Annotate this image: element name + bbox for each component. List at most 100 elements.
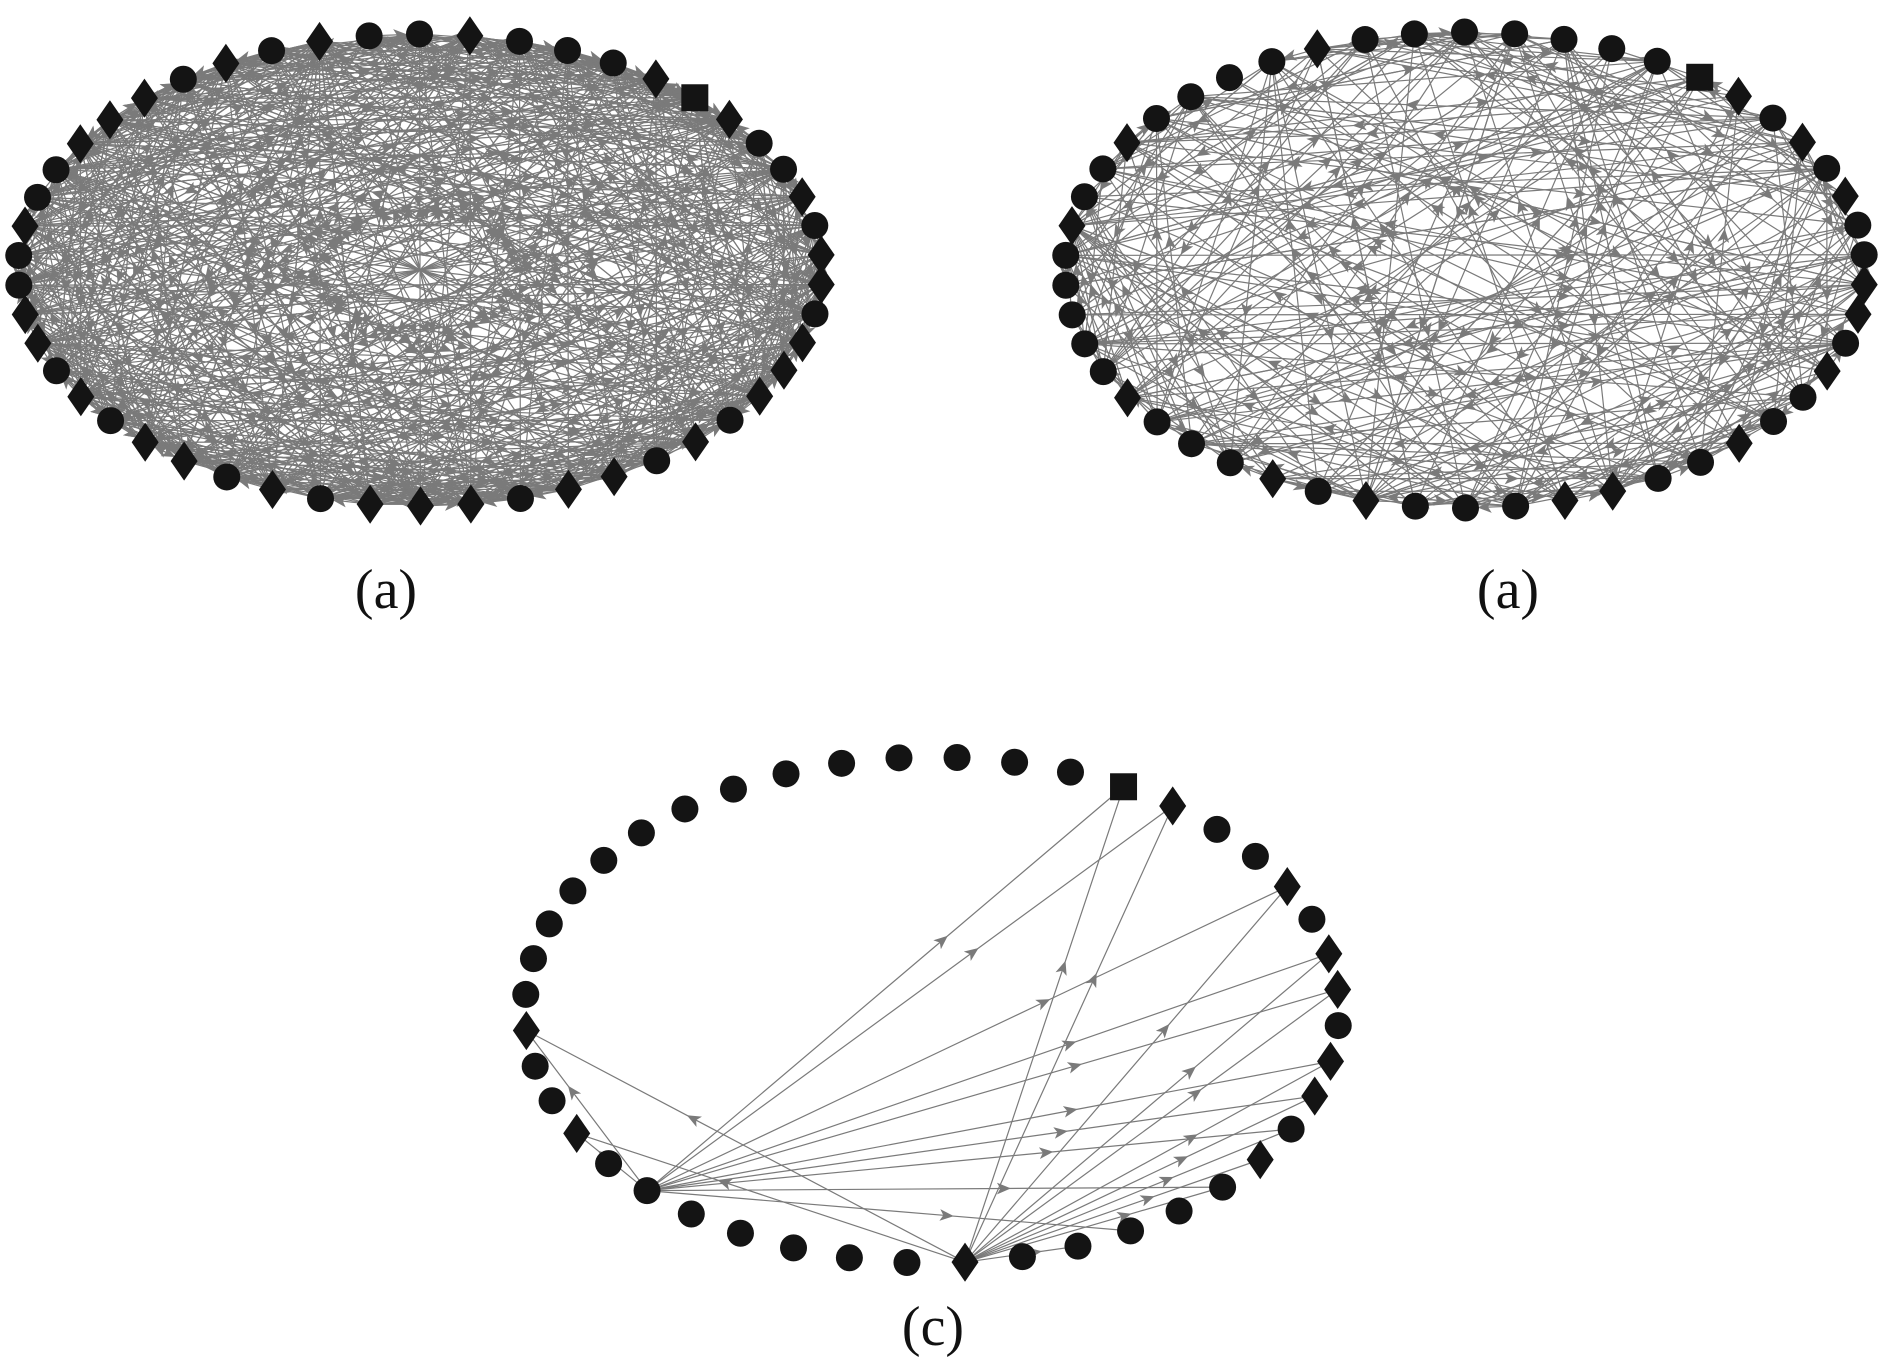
panel-a-left-node-38-diamond <box>356 484 384 524</box>
panel-a-left-edge-917 <box>319 40 822 256</box>
panel-a-right-edge-310 <box>1156 421 1516 507</box>
panel-a-right-node-14-circle <box>1550 25 1578 53</box>
panel-a-right-node-13-circle <box>1501 20 1529 48</box>
panel-a-right-edge-293 <box>1364 39 1614 492</box>
panel-a-right-edge-135 <box>1190 96 1466 509</box>
panel-a-right-edge-305 <box>1071 225 1466 509</box>
panel-a-right-node-3-circle <box>1089 155 1117 183</box>
panel-a-right-edge-213 <box>1156 117 1865 286</box>
panel-a-left-node-28-diamond <box>770 350 798 390</box>
panel-a-left-edge-480 <box>110 33 420 422</box>
panel-a-left-edge-891 <box>80 342 803 398</box>
panel-a-left-edge-439 <box>18 168 784 257</box>
panel-a-left-node-16-circle <box>599 49 627 77</box>
panel-c-edge-0 <box>526 1029 966 1263</box>
panel-a-left-node-37-diamond <box>406 486 434 526</box>
panel-a-right-edge-301 <box>1563 39 1702 463</box>
panel-a-right-edge-155 <box>1563 39 1775 422</box>
panel-c-edge-19 <box>646 988 1338 1192</box>
panel-a-left-edge-836 <box>184 395 760 462</box>
panel-a-left-edge-884 <box>79 143 421 507</box>
panel-a-left-node-46-circle <box>42 357 70 385</box>
panel-c-node-1-circle <box>519 945 547 973</box>
panel-a-left-node-24-diamond <box>807 235 835 275</box>
panel-c-edge-3 <box>964 805 1174 1263</box>
panel-a-left-node-45-diamond <box>67 377 95 417</box>
panel-a-left-edge-856 <box>24 314 228 478</box>
panel-a-right-node-40-circle <box>1304 477 1332 505</box>
panel-a-left-edge-924 <box>319 40 803 344</box>
panel-a-right-node-30-circle <box>1760 407 1788 435</box>
panel-c-edge-8 <box>964 1159 1261 1263</box>
panel-a-right-edge-288 <box>1084 343 1804 398</box>
panel-c-edge-2 <box>964 786 1125 1263</box>
panel-a-right-edge-266 <box>1065 249 1865 261</box>
panel-a-right-node-36-circle <box>1502 492 1530 520</box>
panel-a-right-edge-228 <box>1414 167 1828 507</box>
panel-a-right-edge-20 <box>1414 48 1613 507</box>
panel-c-edge-17 <box>646 886 1288 1192</box>
panel-a-right-edge-308 <box>1317 76 1701 492</box>
panel-a-left-edge-934 <box>519 40 784 170</box>
panel-c-node-34-circle <box>835 1244 863 1272</box>
panel-a-left-edge-937 <box>420 313 816 507</box>
panel-c-edge-18 <box>646 953 1330 1192</box>
panel-a-right-edge-157 <box>1190 96 1827 169</box>
panel-c-edge-1 <box>576 1132 966 1263</box>
panel-a-left-edge-800 <box>183 78 816 315</box>
panel-a-right-edge-211 <box>1102 168 1774 423</box>
panel-a-right-edge-285 <box>1126 76 1700 144</box>
panel-a-right-edge-170 <box>1071 141 1803 227</box>
panel-a-left-edge-610 <box>225 63 274 490</box>
panel-a-left-edge-549 <box>613 254 822 478</box>
panel-a-right-edge-316 <box>1083 196 1274 480</box>
panel-a-left-edge-864 <box>758 143 785 371</box>
panel-c-edge-16 <box>646 786 1124 1192</box>
panel-a-left-edge-527 <box>518 41 731 421</box>
panel-a-right-node-28-diamond <box>1813 351 1841 391</box>
panel-a-right-edge-261 <box>1657 224 1859 479</box>
panel-c-edge-24 <box>646 1190 1131 1232</box>
panel-a-left-edge-687 <box>37 196 696 443</box>
panel-a-right-edge-226 <box>1464 76 1701 509</box>
panel-a-right-node-47-circle <box>1071 330 1099 358</box>
panel-a-left-nodes <box>5 16 835 526</box>
panel-a-right-edge-328 <box>1102 31 1465 170</box>
panel-a-left-edge-384 <box>55 169 657 462</box>
panel-a-right-edge-237 <box>1102 48 1318 372</box>
panel-a-left-edge-946 <box>183 62 614 80</box>
panel-c-node-40-diamond <box>563 1113 591 1153</box>
panel-a-right-node-34-diamond <box>1599 471 1627 511</box>
panel-a-left-edge-911 <box>80 143 731 421</box>
panel-a-right-edge-35 <box>1365 76 1701 501</box>
panel-a-right-edge-207 <box>1515 313 1859 507</box>
panel-c-node-38-circle <box>633 1177 661 1205</box>
panel-a-right-edge-315 <box>1103 371 1367 502</box>
panel-c-edge-4 <box>964 953 1330 1263</box>
panel-a-right-node-8-circle <box>1258 48 1286 76</box>
panel-a-right-edge-176 <box>1772 117 1865 285</box>
panel-a-right-node-19-circle <box>1759 104 1787 132</box>
panel-a-left-edge-907 <box>80 118 730 145</box>
panel-a-left-edge-632 <box>318 41 522 499</box>
panel-c-node-10-circle <box>885 744 913 772</box>
panel-a-right-edge-312 <box>1127 60 1658 399</box>
panel-a-left-node-7-circle <box>169 65 197 93</box>
panel-a-left-node-9-circle <box>258 37 286 65</box>
panel-c-node-15-diamond <box>1159 786 1187 826</box>
panel-c-node-33-circle <box>893 1249 921 1277</box>
panel-a-right-edge-132 <box>1126 142 1701 463</box>
panel-c-node-29-circle <box>1117 1217 1145 1245</box>
panel-a-left-edge-882 <box>80 313 816 398</box>
panel-a-right-edge-255 <box>1656 61 1804 398</box>
panel-a-left-edge-691 <box>656 196 803 462</box>
panel-c-node-37-circle <box>677 1200 705 1228</box>
panel-a-left-edge-404 <box>320 168 784 500</box>
panel-c-node-4-circle <box>590 846 618 874</box>
panel-a-right-edge-196 <box>1071 225 1231 464</box>
panel-a-left-edge-801 <box>144 33 421 443</box>
panel-a-left-edge-931 <box>320 342 803 500</box>
panel-a-right-node-42-circle <box>1216 449 1244 477</box>
panel-c-node-13-circle <box>1056 758 1084 786</box>
